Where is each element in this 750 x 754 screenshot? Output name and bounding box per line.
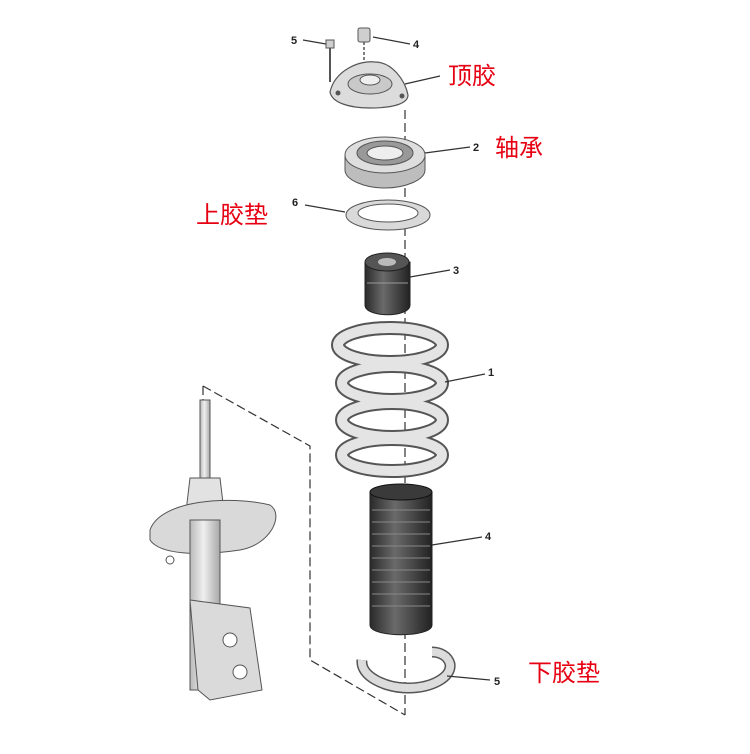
- top-mount: [329, 61, 409, 109]
- callout-4-bottom: 4: [485, 531, 492, 543]
- callout-5-top: 5: [291, 35, 297, 47]
- lower-pad: [356, 646, 456, 694]
- label-top-mount: 顶胶: [448, 62, 496, 90]
- bearing: [344, 136, 426, 189]
- leader-lines: [302, 36, 491, 681]
- callout-6: 6: [292, 197, 298, 209]
- callout-4-top: 4: [413, 39, 420, 51]
- callout-1: 1: [488, 367, 494, 379]
- top-nut: [357, 27, 371, 60]
- upper-pad: [345, 199, 431, 231]
- callout-3: 3: [453, 265, 459, 277]
- assembly-dashed-guide: [202, 110, 406, 716]
- coil-spring: [331, 321, 449, 478]
- label-upper-pad: 上胶垫: [196, 201, 268, 229]
- top-mount-bolt: [325, 39, 335, 82]
- dust-boot: [369, 483, 433, 636]
- strut-assembly: [149, 399, 277, 701]
- label-bearing: 轴承: [495, 134, 543, 162]
- label-lower-pad: 下胶垫: [528, 659, 600, 687]
- bump-stop: [364, 252, 411, 316]
- callout-5-bottom: 5: [494, 676, 500, 688]
- callout-2: 2: [473, 142, 479, 154]
